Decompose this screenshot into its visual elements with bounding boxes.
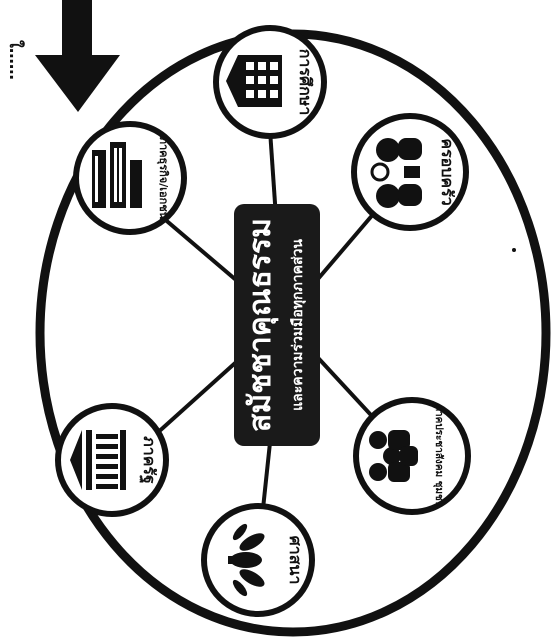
node-religion-label: ศาสนา [286,536,305,585]
node-government-label: ภาครัฐ [139,436,159,484]
center-box: สมัชชาคุณธรรม และความร่วมมือทุกภาคส่วน [234,204,320,446]
node-government: ภาครัฐ [58,406,166,514]
center-subtitle: และความร่วมมือทุกภาคส่วน [290,239,306,411]
node-family: ครอบครัว [354,116,466,228]
node-civil-label: ภาคประชาสังคม ชุมชน [433,404,445,507]
header-strip-text: ใ…… [6,40,25,80]
node-civil: ภาคประชาสังคม ชุมชน [356,400,468,512]
node-business-label: ภาคธุรกิจ/เอกชน [156,137,170,220]
center-title: สมัชชาคุณธรรม [243,218,279,432]
node-business: ภาคธุรกิจ/เอกชน [76,124,184,232]
node-education-label: การศึกษา [296,49,315,116]
node-family-label: ครอบครัว [438,138,457,205]
stray-dot [512,248,516,252]
node-education: การศึกษา [216,28,324,136]
node-religion: ศาสนา [204,506,312,614]
down-arrow-icon [35,0,120,112]
